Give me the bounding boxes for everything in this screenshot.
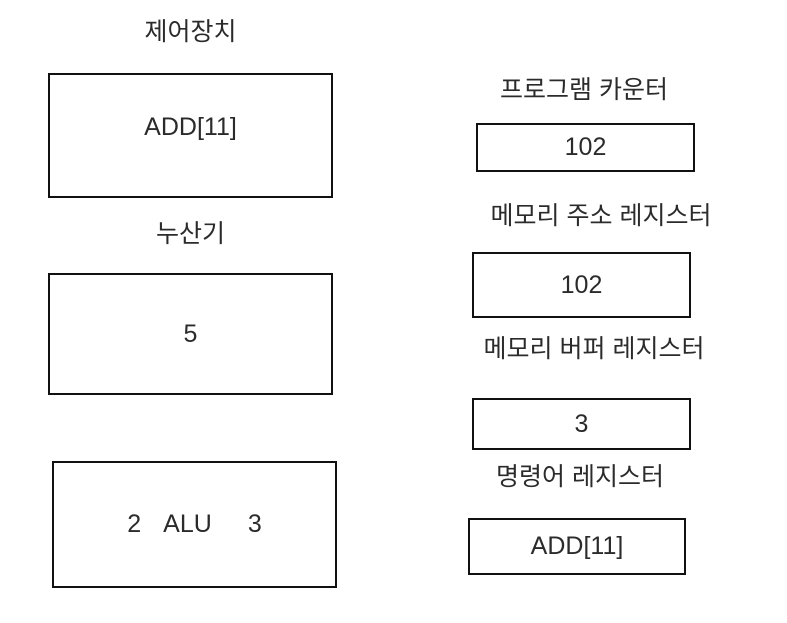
accumulator-box: 5 (48, 273, 333, 395)
instruction-register-label: 명령어 레지스터 (496, 463, 664, 491)
alu-left-operand: 2 (127, 510, 142, 538)
accumulator-value: 5 (183, 319, 198, 348)
memory-buffer-register-box: 3 (472, 398, 691, 450)
accumulator-label: 누산기 (155, 220, 225, 248)
alu-box: 2 ALU 3 (52, 461, 337, 588)
memory-address-register-label: 메모리 주소 레지스터 (490, 202, 712, 230)
control-unit-label: 제어장치 (144, 18, 237, 46)
program-counter-box: 102 (476, 123, 695, 172)
instruction-register-box: ADD[11] (468, 518, 686, 575)
memory-address-register-box: 102 (472, 252, 691, 318)
control-unit-value: ADD[11] (144, 113, 237, 141)
memory-buffer-register-label: 메모리 버퍼 레지스터 (483, 335, 705, 363)
alu-right-operand: 3 (247, 510, 262, 538)
alu-name-label: ALU (163, 510, 212, 538)
memory-buffer-register-value: 3 (574, 409, 589, 438)
instruction-register-value: ADD[11] (530, 532, 624, 560)
program-counter-label: 프로그램 카운터 (500, 76, 668, 104)
control-unit-box: ADD[11] (48, 73, 333, 198)
memory-address-register-value: 102 (560, 270, 603, 299)
program-counter-value: 102 (564, 133, 607, 161)
alu-row: 2 ALU 3 (127, 512, 261, 537)
